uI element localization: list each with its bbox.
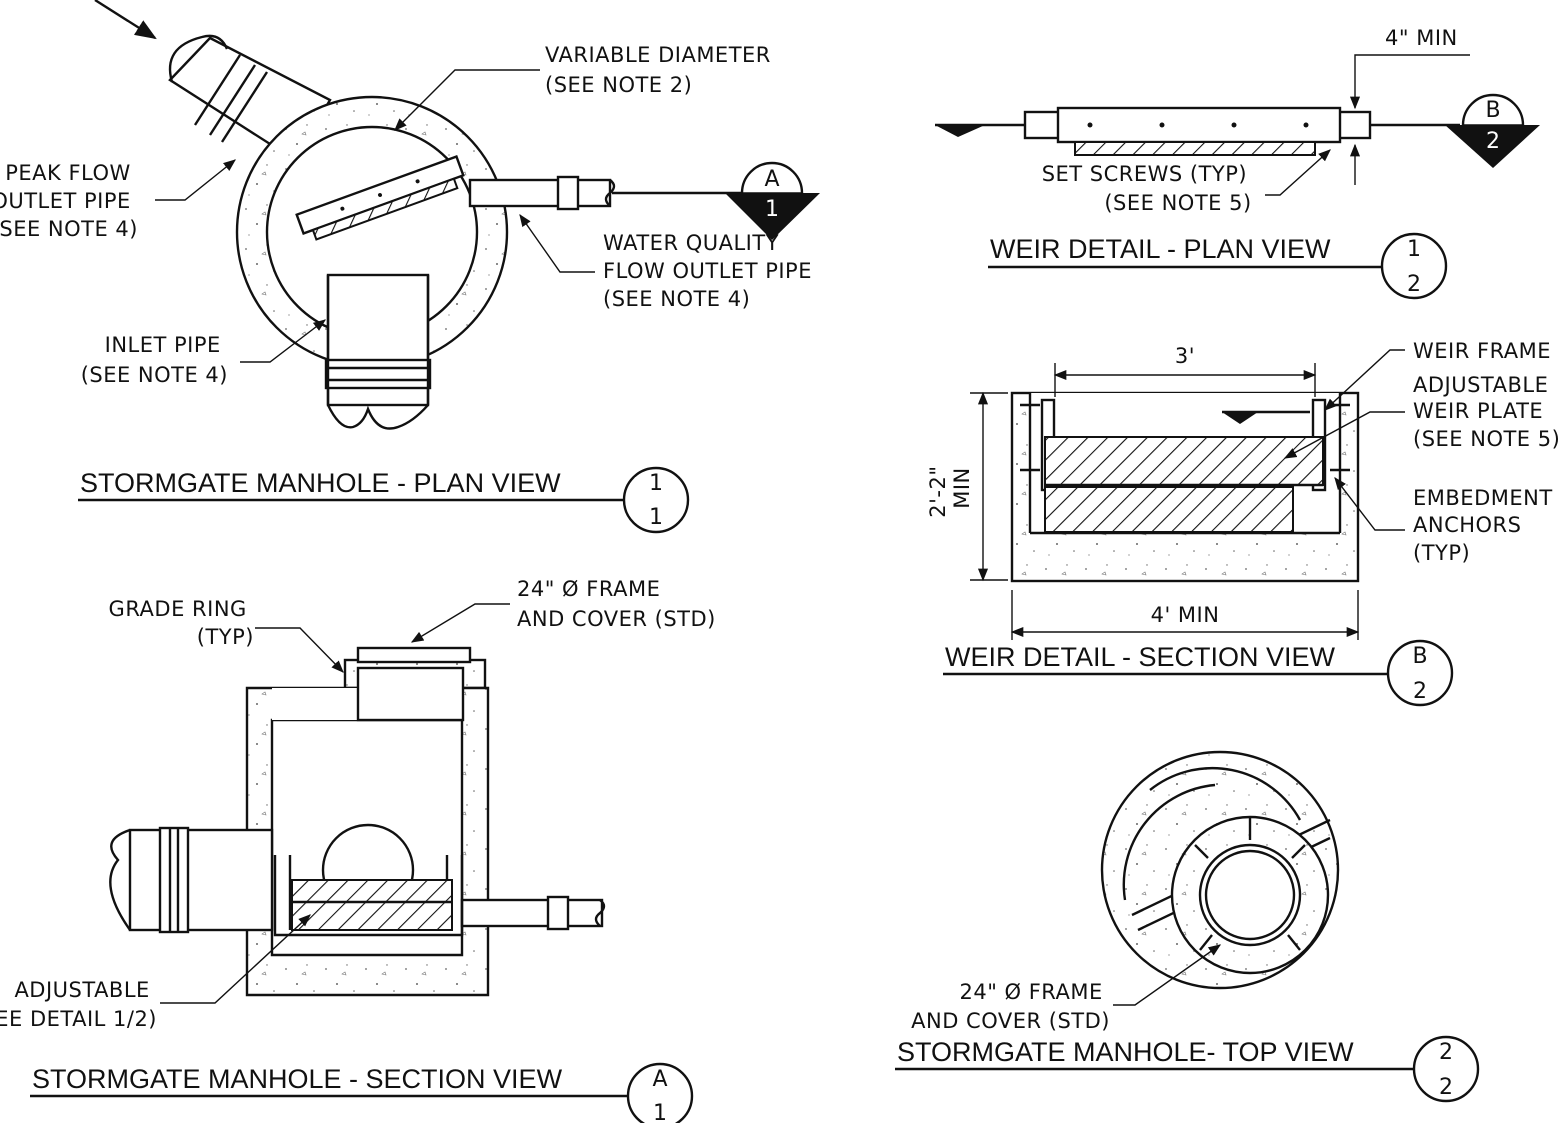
peak-flow-label: PEAK FLOW OUTLET PIPE (SEE NOTE 4) <box>0 161 138 241</box>
plan-view: A 1 VARIABLE DIAMETER (SEE NOTE 2) PEAK … <box>0 0 820 534</box>
weir-plan-view: 4" MIN B 2 SET SCREWS (TYP) (SEE NOTE 5)… <box>935 26 1540 300</box>
top-view-title: STORMGATE MANHOLE- TOP VIEW <box>897 1037 1354 1067</box>
svg-text:2: 2 <box>1486 129 1500 154</box>
inlet-pipe <box>324 273 432 430</box>
frame-cover <box>356 646 472 664</box>
grade-ring-label: GRADE RING (TYP) <box>109 597 254 649</box>
weir-base-dimension: 4' MIN <box>1151 603 1220 627</box>
svg-text:2: 2 <box>1407 272 1421 297</box>
svg-text:1: 1 <box>653 1101 667 1123</box>
weir-section-title: WEIR DETAIL - SECTION VIEW <box>945 642 1336 672</box>
plan-view-title: STORMGATE MANHOLE - PLAN VIEW <box>80 468 561 498</box>
section-inlet-pipe <box>109 826 274 934</box>
weir-section-plate <box>1044 436 1324 486</box>
svg-text:1: 1 <box>649 471 663 496</box>
svg-text:1: 1 <box>649 505 663 530</box>
plan-view-bubble: 1 1 <box>622 466 690 534</box>
weir-plan-bubble: 1 2 <box>1380 232 1448 300</box>
top-frame-cover <box>1198 843 1302 947</box>
weir-min-dimension: 4" MIN <box>1385 26 1458 50</box>
section-weir-plate <box>291 879 453 931</box>
variable-diameter-label: VARIABLE DIAMETER (SEE NOTE 2) <box>545 43 778 97</box>
weir-frame-label: WEIR FRAME <box>1413 339 1551 363</box>
svg-text:B: B <box>1485 98 1500 123</box>
top-frame-cover-label: 24" Ø FRAME AND COVER (STD) <box>911 980 1110 1033</box>
weir-plan-plate <box>1074 141 1316 156</box>
svg-text:A: A <box>652 1067 667 1092</box>
section-outlet-pipe <box>460 895 606 931</box>
embedment-anchors-label: EMBEDMENT ANCHORS (TYP) <box>1413 486 1560 565</box>
top-view: 24" Ø FRAME AND COVER (STD) STORMGATE MA… <box>895 750 1480 1103</box>
adjustable-weir-plate-label: ADJUSTABLE WEIR PLATE (SEE NOTE 5) <box>1413 373 1560 451</box>
section-view-bubble: A 1 <box>626 1062 694 1128</box>
weir-section-view: 3' 2'-2" MIN 4' MIN WEIR FRAME ADJUSTABL… <box>926 339 1560 707</box>
section-frame-cover-label: 24" Ø FRAME AND COVER (STD) <box>517 577 716 631</box>
svg-text:2: 2 <box>1439 1075 1453 1100</box>
weir-plan-title: WEIR DETAIL - PLAN VIEW <box>990 234 1331 264</box>
section-marker-b: B 2 <box>1445 93 1540 168</box>
inlet-pipe-label: INLET PIPE (SEE NOTE 4) <box>81 333 228 387</box>
section-marker-sheet: 1 <box>765 197 779 222</box>
weir-width-dimension: 3' <box>1175 344 1195 368</box>
weir-section-bubble: B 2 <box>1386 639 1454 707</box>
svg-text:B: B <box>1412 644 1427 669</box>
water-quality-pipe <box>468 175 750 211</box>
set-screws-label: SET SCREWS (TYP) (SEE NOTE 5) <box>1042 162 1255 215</box>
section-marker-a: A 1 <box>725 161 820 240</box>
svg-text:2: 2 <box>1413 679 1427 704</box>
adjustable-weir-label: ADJUSTABLE (SEE DETAIL 1/2) <box>0 978 157 1031</box>
top-view-bubble: 2 2 <box>1412 1035 1480 1103</box>
section-view: GRADE RING (TYP) 24" Ø FRAME AND COVER (… <box>0 577 716 1128</box>
section-view-title: STORMGATE MANHOLE - SECTION VIEW <box>32 1064 563 1094</box>
svg-text:2: 2 <box>1439 1040 1453 1065</box>
svg-text:1: 1 <box>1407 237 1421 262</box>
weir-plate <box>295 154 465 241</box>
section-marker-letter: A <box>764 167 779 192</box>
weir-height-dimension: 2'-2" MIN <box>926 458 974 517</box>
water-quality-label: WATER QUALITY FLOW OUTLET PIPE (SEE NOTE… <box>603 231 819 311</box>
